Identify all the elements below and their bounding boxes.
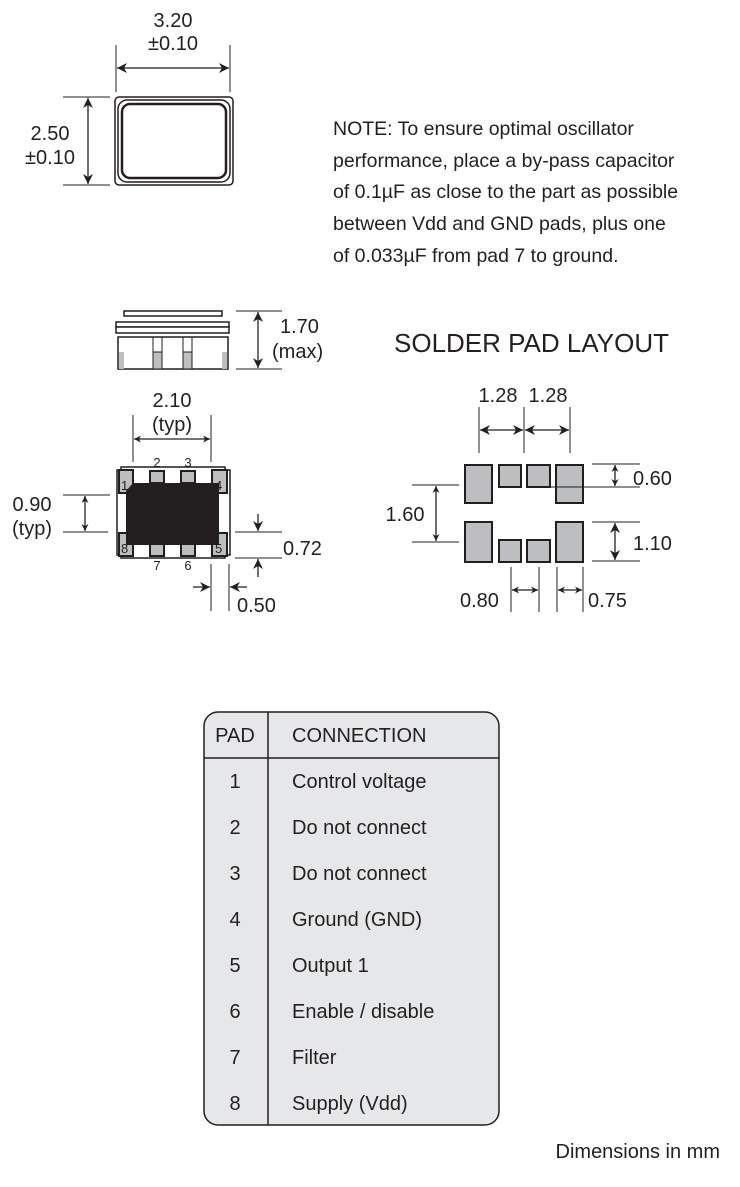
side-height-value: 1.70: [280, 316, 319, 338]
svg-text:2: 2: [229, 817, 240, 839]
header-connection: CONNECTION: [292, 725, 426, 747]
pitch-value: 2.10: [153, 390, 192, 412]
table-row: 8 Supply (Vdd): [229, 1093, 407, 1115]
table-row: 7 Filter: [229, 1047, 336, 1069]
pitch-note: (typ): [152, 414, 192, 436]
svg-text:7: 7: [229, 1047, 240, 1069]
width-value: 3.20: [154, 10, 193, 32]
bottom-view: 1 2 3 4 5 6 7 8 2.10 (typ) 0.90 (typ) 0.…: [12, 390, 322, 617]
lid-outline: [120, 102, 228, 180]
land-pad: [498, 539, 522, 563]
solder-pad-layout: SOLDER PAD LAYOUT 1.28 1.28 1.60 0.60 1.…: [386, 328, 672, 612]
large-pad-height-value: 1.10: [633, 533, 672, 555]
pad-height-value: 0.90: [13, 494, 52, 516]
svg-text:Output 1: Output 1: [292, 955, 369, 977]
svg-text:8: 8: [229, 1093, 240, 1115]
land-pad: [464, 521, 493, 563]
land-pad: [526, 539, 551, 563]
side-height-note: (max): [272, 341, 323, 363]
bypass-capacitor-note: NOTE: To ensure optimal oscillator perfo…: [333, 118, 678, 267]
pin-label: 2: [153, 455, 160, 470]
center-body: [126, 483, 219, 545]
table-row: 6 Enable / disable: [229, 1001, 434, 1023]
svg-text:3: 3: [229, 863, 240, 885]
height-value: 2.50: [31, 123, 70, 145]
note-line: between Vdd and GND pads, plus one: [333, 213, 666, 235]
pin-label: 1: [121, 478, 128, 493]
pad-height-note: (typ): [12, 518, 52, 540]
svg-text:Control voltage: Control voltage: [292, 771, 427, 793]
land-pad: [526, 464, 551, 488]
svg-text:4: 4: [229, 909, 240, 931]
note-line: of 0.1µF as close to the part as possibl…: [333, 181, 678, 203]
top-view: 3.20 ±0.10 2.50 ±0.10: [25, 10, 234, 186]
units-note: Dimensions in mm: [556, 1141, 720, 1163]
large-pad-width-value: 0.75: [588, 590, 627, 612]
height-tolerance: ±0.10: [25, 147, 75, 169]
land-pad: [464, 464, 493, 504]
table-row: 3 Do not connect: [229, 863, 427, 885]
pin-label: 8: [121, 541, 128, 556]
solder-pad-layout-title: SOLDER PAD LAYOUT: [394, 328, 669, 358]
table-row: 4 Ground (GND): [229, 909, 422, 931]
svg-text:Filter: Filter: [292, 1047, 337, 1069]
small-pad-width-value: 0.80: [460, 590, 499, 612]
pitch-left-value: 1.28: [479, 385, 518, 407]
table-row: 5 Output 1: [229, 955, 368, 977]
pin-label: 6: [184, 558, 191, 573]
pitch-right-value: 1.28: [529, 385, 568, 407]
svg-text:Do not connect: Do not connect: [292, 817, 427, 839]
small-pad-height-value: 0.60: [633, 468, 672, 490]
pin-label: 3: [184, 455, 191, 470]
side-view: 1.70 (max): [115, 310, 323, 370]
width-tolerance: ±0.10: [148, 33, 198, 55]
land-pad: [498, 464, 522, 488]
pad-width-value: 0.50: [237, 595, 276, 617]
note-line: performance, place a by-pass capacitor: [333, 150, 675, 172]
svg-text:Ground (GND): Ground (GND): [292, 909, 422, 931]
svg-text:Supply (Vdd): Supply (Vdd): [292, 1093, 408, 1115]
svg-text:1: 1: [229, 771, 240, 793]
pin-label: 5: [215, 541, 222, 556]
table-row: 1 Control voltage: [229, 771, 426, 793]
land-pad: [555, 521, 584, 563]
offset-value: 0.72: [283, 538, 322, 560]
header-pad: PAD: [215, 725, 255, 747]
vertical-gap-value: 1.60: [386, 504, 425, 526]
svg-text:Do not connect: Do not connect: [292, 863, 427, 885]
note-line: NOTE: To ensure optimal oscillator: [333, 118, 634, 140]
svg-text:Enable / disable: Enable / disable: [292, 1001, 434, 1023]
pin-label: 7: [153, 558, 160, 573]
svg-text:5: 5: [229, 955, 240, 977]
table-row: 2 Do not connect: [229, 817, 427, 839]
land-pad: [555, 464, 584, 504]
pin-label: 4: [215, 478, 222, 493]
note-line: of 0.033µF from pad 7 to ground.: [333, 245, 619, 267]
svg-text:6: 6: [229, 1001, 240, 1023]
pad-connection-table: PAD CONNECTION 1 Control voltage 2 Do not …: [203, 711, 500, 1126]
